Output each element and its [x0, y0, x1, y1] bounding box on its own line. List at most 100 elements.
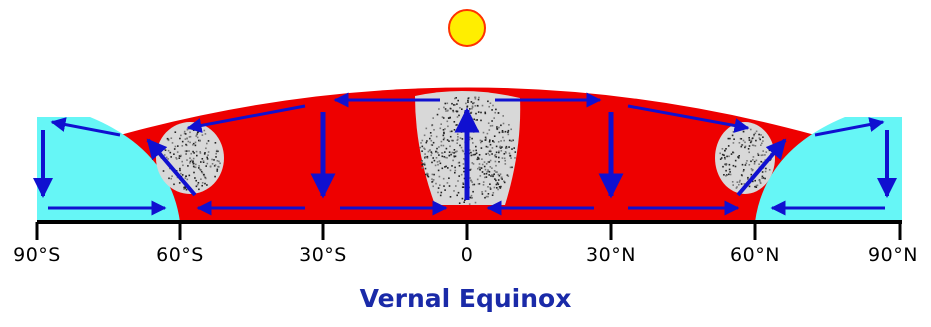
cloud-speckle-dot — [192, 129, 195, 131]
cloud-speckle-dot — [485, 163, 488, 165]
cloud-speckle-dot — [453, 190, 455, 192]
cloud-speckle-dot — [192, 162, 195, 165]
cloud-speckle-dot — [502, 131, 505, 133]
cloud-speckle-dot — [768, 169, 771, 171]
cloud-speckle-dot — [469, 169, 471, 171]
cloud-speckle-dot — [503, 139, 505, 142]
cloud-speckle-dot — [431, 173, 434, 176]
cloud-speckle-dot — [189, 135, 192, 138]
cloud-speckle-dot — [449, 196, 452, 198]
cloud-speckle-dot — [462, 119, 465, 121]
cloud-speckle-dot — [491, 174, 493, 176]
cloud-speckle-dot — [470, 128, 473, 130]
cloud-speckle-dot — [474, 98, 477, 100]
cloud-speckle-dot — [458, 165, 461, 167]
cloud-speckle-dot — [200, 178, 202, 180]
arrow-rise-60s — [146, 138, 197, 197]
cloud-speckle-dot — [179, 167, 181, 170]
cloud-speckle-dot — [497, 179, 500, 181]
cloud-speckle-dot — [198, 128, 201, 131]
cloud-speckle-dot — [476, 119, 478, 121]
cloud-speckle-dot — [426, 157, 429, 159]
cloud-speckle-dot — [724, 158, 726, 160]
cloud-speckle-dot — [425, 173, 427, 176]
cloud-speckle-dot — [728, 168, 731, 171]
cloud-speckle-dot — [452, 109, 454, 112]
cloud-speckle-dot — [206, 158, 209, 160]
cloud-speckle-dot — [489, 183, 491, 185]
cloud-speckle-dot — [423, 134, 426, 137]
cloud-speckle-dot — [429, 137, 431, 140]
cloud-speckle-dot — [195, 133, 198, 136]
cloud-speckle-dot — [436, 113, 439, 116]
cloud-speckle-dot — [448, 177, 450, 179]
cloud-speckle-dot — [475, 112, 477, 115]
cloud-speckle-dot — [473, 183, 476, 186]
cloud-speckle-dot — [188, 150, 190, 152]
cloud-speckle-dot — [457, 191, 460, 194]
cloud-speckle-dot — [500, 140, 502, 142]
cloud-speckle-dot — [762, 177, 765, 179]
cloud-speckle-dot — [721, 153, 724, 156]
cloud-speckle-dot — [505, 145, 508, 148]
cloud-speckle-dot — [743, 183, 746, 185]
cloud-speckle-dot — [470, 112, 472, 114]
cloud-speckle-dot — [184, 150, 187, 152]
cloud-speckle-dot — [442, 129, 445, 131]
cloud-speckle-dot — [184, 186, 186, 188]
cloud-speckle-dot — [443, 132, 445, 135]
cloud-speckle-dot — [753, 133, 755, 136]
cloud-speckle-dot — [203, 175, 206, 177]
cloud-speckle-dot — [511, 148, 513, 150]
cloud-speckle-dot — [457, 180, 459, 182]
cloud-speckle-dot — [498, 151, 500, 154]
cloud-speckle-dot — [460, 173, 463, 176]
cloud-speckle-dot — [427, 150, 430, 153]
cloud-speckle-dot — [493, 117, 495, 119]
cloud-speckle-dot — [732, 142, 735, 144]
cloud-speckle-dot — [167, 158, 169, 160]
cloud-speckle-dot — [202, 174, 205, 176]
cloud-speckle-dot — [458, 114, 460, 117]
cloud-speckle-dot — [192, 144, 194, 146]
cloud-speckle-dot — [723, 154, 725, 156]
cloud-speckle-dot — [472, 183, 474, 186]
cloud-speckle-dot — [725, 148, 727, 150]
cloud-speckle-dot — [435, 157, 438, 159]
latitude-label-60s: 60°S — [156, 244, 204, 266]
cloud-speckle-dot — [188, 174, 191, 177]
cloud-speckle-dot — [744, 141, 746, 144]
cloud-speckle-dot — [492, 140, 494, 142]
cloud-speckle-dot — [461, 138, 464, 140]
cloud-speckle-dot — [174, 145, 177, 148]
cloud-speckle-dot — [426, 155, 429, 158]
cloud-speckle-dot — [462, 186, 465, 188]
cloud-speckle-dot — [435, 135, 438, 138]
cloud-speckle-dot — [431, 178, 433, 180]
cloud-speckle-dot — [752, 156, 755, 158]
cloud-speckle-dot — [744, 164, 747, 166]
cloud-speckle-dot — [186, 159, 188, 161]
cloud-speckle-dot — [453, 129, 456, 131]
cloud-speckle-dot — [755, 139, 757, 142]
cloud-speckle-dot — [189, 162, 191, 164]
cloud-speckle-dot — [510, 140, 513, 142]
cloud-speckle-dot — [481, 191, 483, 193]
cloud-speckle-dot — [454, 151, 457, 154]
cloud-speckle-dot — [488, 154, 491, 156]
cloud-speckle-dot — [748, 139, 751, 141]
cloud-speckle-dot — [437, 163, 439, 166]
cloud-speckle-dot — [498, 146, 501, 149]
cloud-speckle-dot — [751, 144, 754, 146]
cloud-speckle-dot — [486, 132, 489, 135]
cloud-speckle-dot — [495, 156, 498, 158]
cloud-speckle-dot — [482, 131, 485, 134]
cloud-speckle-dot — [729, 137, 731, 140]
cloud-speckle-dot — [216, 160, 219, 162]
cloud-speckle-dot — [752, 144, 755, 147]
cloud-speckle-dot — [484, 196, 486, 199]
cloud-speckle-dot — [501, 146, 503, 148]
cloud-speckle-dot — [207, 154, 209, 156]
cloud-speckle-dot — [497, 112, 500, 114]
